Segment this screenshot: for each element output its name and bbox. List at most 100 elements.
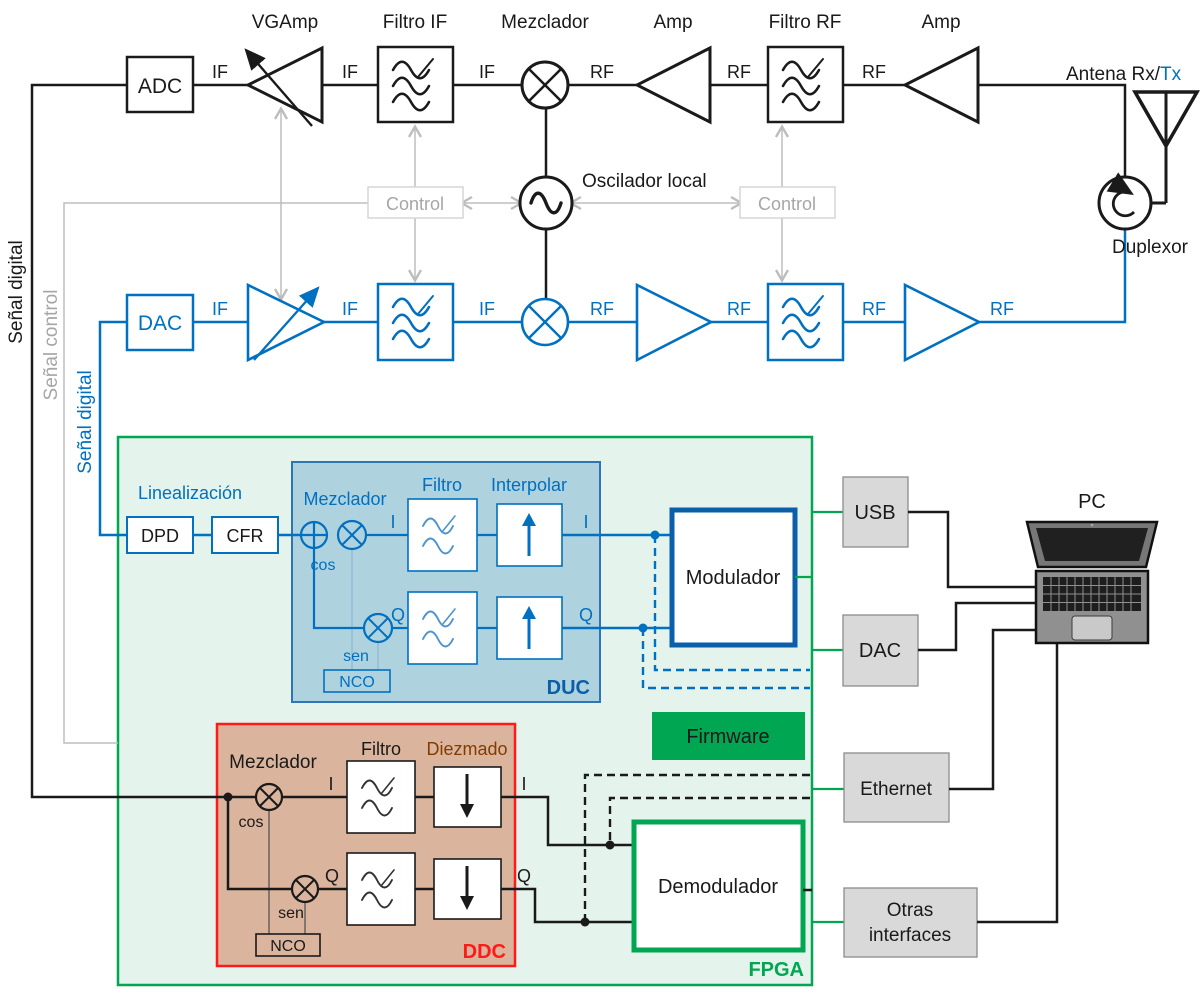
cfr-box [211,516,279,554]
ddc-decimator-q-box [433,858,502,920]
senal-digital-tx-label: Señal digital [75,370,96,474]
local-oscillator-icon [518,175,574,231]
duc-internals [299,498,563,693]
filter-if-rx-label: Filtro IF [383,12,447,33]
duc-output-wires [562,530,810,690]
ethernet-box [843,752,950,823]
filter-rf-rx-label: Filtro RF [769,12,842,33]
local-oscillator-label: Oscilador local [582,171,707,192]
duc-filter-q-box [407,591,478,665]
duplexer-label: Duplexor [1112,237,1189,258]
antenna-tx-label: Tx [1160,64,1182,85]
ddc-filter-i-box [346,760,416,834]
duc-q-in-label: Q [391,605,405,625]
rx-rf-label-2: RF [727,62,751,82]
senal-control-label: Señal control [41,290,62,401]
vgamp-tx-symbol [246,282,327,363]
duc-q-out-label: Q [579,605,593,625]
vgamp-rx-symbol [244,45,324,127]
amp2-rx-symbol [901,45,980,125]
ddc-decimator-i-box [433,766,502,828]
duc-interpolator-i-box [496,503,563,567]
dac-tx-label: DAC [138,312,182,335]
laptop-icon [1025,520,1159,645]
mixer-rx-label: Mezclador [501,12,589,33]
dpd-label: DPD [141,526,179,546]
pc-label: PC [1078,491,1106,513]
ddc-region-label: DDC [463,941,506,963]
ddc-sen-label: sen [278,905,304,922]
modulador-box [669,507,798,648]
duc-region-label: DUC [547,677,590,699]
duc-i-in-label: I [390,512,395,532]
interface-stubs [812,510,844,924]
duc-interpolator-label: Interpolar [491,475,567,495]
linealizacion-label: Linealización [138,483,242,503]
tx-chain-wires [98,229,1127,537]
dac-interface-box [842,614,919,687]
firmware-box [652,712,805,760]
rx-rf-label-3: RF [862,62,886,82]
vgamp-rx-label: VGAmp [252,12,319,33]
duc-sen-label: sen [343,648,369,665]
control-rx-label: Control [386,194,444,214]
control-wiring [63,106,790,744]
usb-box [842,476,909,548]
rx-chain-wires [30,83,1127,799]
dac-tx-box [125,293,195,352]
left-signal-labels: Señal digital Señal control Señal digita… [6,240,96,474]
control-rx-box [367,186,464,219]
ddc-decimator-label: Diezmado [426,739,507,759]
amp1-rx-label: Amp [653,12,692,33]
modulador-label: Modulador [686,567,781,589]
otras-interfaces-label-1: Otras [887,900,933,921]
duc-nco-box [323,669,391,693]
tx-if-label-1: IF [212,299,228,319]
tx-if-label-2: IF [342,299,358,319]
duc-interpolator-q-box [496,596,563,660]
ethernet-label: Ethernet [860,779,933,800]
dpd-box [126,516,194,554]
amp2-tx-symbol [903,282,982,363]
filter-if-rx-box [376,45,455,124]
dac-interface-label: DAC [859,640,901,662]
amp2-rx-label: Amp [921,12,960,33]
ddc-q-in-label: Q [325,866,339,886]
duc-mixer-label: Mezclador [303,489,386,509]
cfr-label: CFR [227,526,264,546]
amp1-tx-symbol [635,282,714,363]
demodulador-label: Demodulador [658,876,778,898]
adc-box [125,55,195,114]
fpga-region-label: FPGA [748,959,804,981]
ddc-nco-box [255,933,321,957]
control-tx-label: Control [758,194,816,214]
tx-rf-label-2: RF [727,299,751,319]
duplexer-icon [1097,172,1153,231]
ddc-q-out-label: Q [517,866,531,886]
pc-wires [908,510,1059,924]
tx-rf-label-1: RF [590,299,614,319]
duc-filter-i-box [407,498,478,572]
tx-if-label-3: IF [479,299,495,319]
mixer-rx-icon [520,60,570,110]
duc-filter-label: Filtro [422,475,462,495]
demodulador-box [631,819,806,953]
ddc-i-in-label: I [328,774,333,794]
rx-if-label-2: IF [342,62,358,82]
filter-rf-tx-box [766,282,845,362]
ddc-internals [223,760,502,957]
usb-label: USB [854,502,895,524]
ddc-filter-label: Filtro [361,739,401,759]
antenna-label: Antena Rx/ [1066,64,1161,85]
duc-cos-label: cos [311,557,336,574]
ddc-mixer-label: Mezclador [229,752,317,773]
ddc-output-wires [501,773,810,927]
filter-rf-rx-box [766,45,845,124]
ddc-filter-q-box [346,852,416,926]
duc-i-out-label: I [583,512,588,532]
tx-rf-label-3: RF [862,299,886,319]
rx-if-label-1: IF [212,62,228,82]
ddc-cos-label: cos [239,814,264,831]
senal-digital-rx-label: Señal digital [6,240,27,344]
